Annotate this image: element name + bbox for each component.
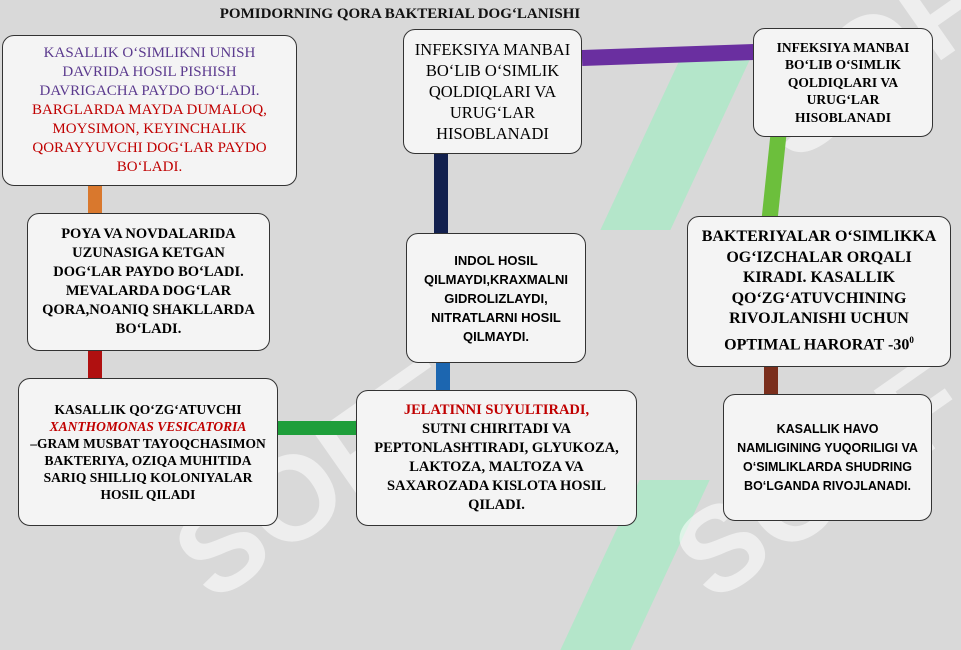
watermark-glyph xyxy=(600,60,750,230)
fermentation-text: SUTNI CHIRITADI VA PEPTONLASHTIRADI, GLY… xyxy=(374,421,619,513)
pathogen-species-text: XANTHOMONAS VESICATORIA xyxy=(49,419,247,434)
leaf-symptoms-text: BARGLARDA MAYDA DUMALOQ, MOYSIMON, KEYIN… xyxy=(32,102,267,175)
box-symptoms-stems-fruits: POYA VA NOVDALARIDA UZUNASIGA KETGAN DOG… xyxy=(27,213,270,351)
box-pathogen: KASALLIK QO‘ZG‘ATUVCHI XANTHOMONAS VESIC… xyxy=(18,378,278,526)
diagram-title: POMIDORNING QORA BAKTERIAL DOG‘LANISHI xyxy=(219,6,581,22)
box-gelatin-properties: JELATINNI SUYULTIRADI, SUTNI CHIRITADI V… xyxy=(356,390,637,526)
connector-orange xyxy=(88,186,102,214)
stem-fruit-symptoms-text: POYA VA NOVDALARIDA UZUNASIGA KETGAN DOG… xyxy=(42,226,255,337)
box-symptoms-leaves: KASALLIK O‘SIMLIKNI UNISH DAVRIDA HOSIL … xyxy=(2,35,297,186)
onset-text: KASALLIK O‘SIMLIKNI UNISH DAVRIDA HOSIL … xyxy=(39,45,260,99)
box-humidity-conditions: KASALLIK HAVO NAMLIGINING YUQORILIGI VA … xyxy=(723,394,932,521)
entry-temperature-text: BAKTERIYALAR O‘SIMLIKKA OG‘IZCHALAR ORQA… xyxy=(701,228,937,354)
pathogen-description-text: –GRAM MUSBAT TAYOQCHASIMON BAKTERIYA, OZ… xyxy=(30,436,266,502)
connector-lime xyxy=(761,135,787,219)
connector-navy xyxy=(434,153,448,233)
humidity-text: KASALLIK HAVO NAMLIGINING YUQORILIGI VA … xyxy=(737,421,918,493)
pathogen-intro-text: KASALLIK QO‘ZG‘ATUVCHI xyxy=(54,402,242,417)
box-infection-source-right: INFEKSIYA MANBAI BO‘LIB O‘SIMLIK QOLDIQL… xyxy=(753,28,933,137)
infection-source-text: INFEKSIYA MANBAI BO‘LIB O‘SIMLIK QOLDIQL… xyxy=(414,40,571,143)
biochemical-text: INDOL HOSIL QILMAYDI,KRAXMALNI GIDROLIZL… xyxy=(424,252,568,344)
connector-brown xyxy=(764,366,778,394)
connector-darkred xyxy=(88,350,102,378)
box-biochemical-properties: INDOL HOSIL QILMAYDI,KRAXMALNI GIDROLIZL… xyxy=(406,233,586,363)
connector-blue xyxy=(436,362,450,390)
gelatin-highlight-text: JELATINNI SUYULTIRADI, xyxy=(403,402,590,418)
connector-green xyxy=(278,421,358,435)
box-infection-source-center: INFEKSIYA MANBAI BO‘LIB O‘SIMLIK QOLDIQL… xyxy=(403,29,582,154)
infection-source-right-text: INFEKSIYA MANBAI BO‘LIB O‘SIMLIK QOLDIQL… xyxy=(776,39,910,125)
box-entry-temperature: BAKTERIYALAR O‘SIMLIKKA OG‘IZCHALAR ORQA… xyxy=(687,216,951,367)
degree-superscript: 0 xyxy=(909,334,914,345)
